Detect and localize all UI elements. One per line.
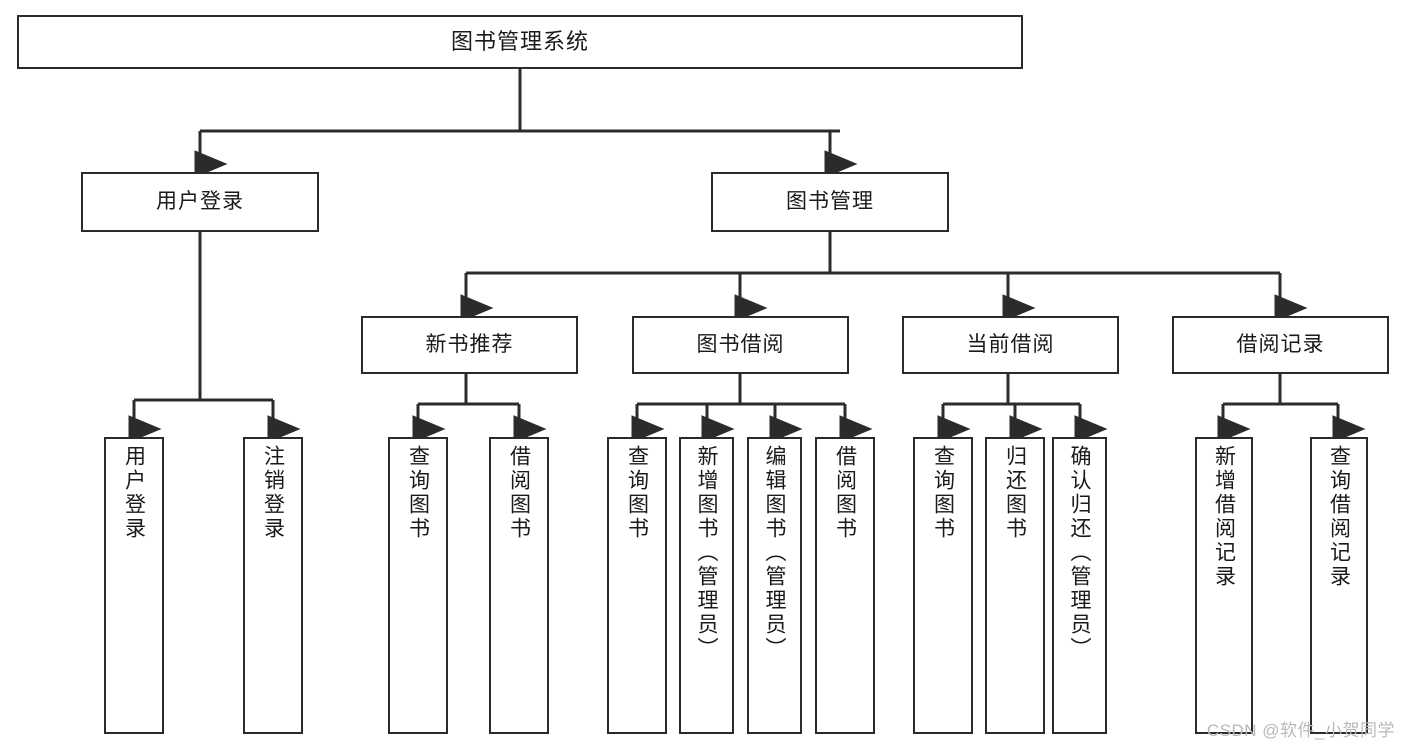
node-borrow-record-label: 借阅记录 bbox=[1236, 332, 1325, 356]
leaf-add-book-admin-label: 新增图书（管理员） bbox=[695, 445, 718, 661]
leaf-query-book-1[interactable]: 查询图书 bbox=[388, 437, 448, 734]
node-book-borrow-label: 图书借阅 bbox=[696, 332, 785, 356]
node-user-login[interactable]: 用户登录 bbox=[81, 172, 319, 232]
leaf-add-borrow-record[interactable]: 新增借阅记录 bbox=[1195, 437, 1253, 734]
node-user-login-label: 用户登录 bbox=[156, 189, 244, 213]
node-new-book-recommend-label: 新书推荐 bbox=[425, 332, 514, 356]
node-new-book-recommend[interactable]: 新书推荐 bbox=[361, 316, 578, 374]
leaf-borrow-book-2[interactable]: 借阅图书 bbox=[815, 437, 875, 734]
leaf-return-book-label: 归还图书 bbox=[1003, 445, 1027, 541]
leaf-query-book-2[interactable]: 查询图书 bbox=[607, 437, 667, 734]
node-borrow-record[interactable]: 借阅记录 bbox=[1172, 316, 1389, 374]
leaf-borrow-book-2-label: 借阅图书 bbox=[833, 445, 857, 541]
leaf-add-book-admin[interactable]: 新增图书（管理员） bbox=[679, 437, 734, 734]
leaf-query-book-2-label: 查询图书 bbox=[625, 445, 649, 541]
leaf-query-borrow-record-label: 查询借阅记录 bbox=[1327, 445, 1351, 589]
node-book-manage[interactable]: 图书管理 bbox=[711, 172, 949, 232]
leaf-borrow-book-1[interactable]: 借阅图书 bbox=[489, 437, 549, 734]
leaf-user-login-label: 用户登录 bbox=[122, 445, 146, 541]
leaf-query-book-1-label: 查询图书 bbox=[406, 445, 430, 541]
leaf-return-book[interactable]: 归还图书 bbox=[985, 437, 1045, 734]
node-root[interactable]: 图书管理系统 bbox=[17, 15, 1023, 69]
node-current-borrow-label: 当前借阅 bbox=[966, 332, 1055, 356]
csdn-watermark: CSDN @软件_小贺同学 bbox=[1206, 721, 1395, 740]
leaf-confirm-return[interactable]: 确认归还（管理员） bbox=[1052, 437, 1107, 734]
leaf-user-login[interactable]: 用户登录 bbox=[104, 437, 164, 734]
leaf-query-borrow-record[interactable]: 查询借阅记录 bbox=[1310, 437, 1368, 734]
leaf-edit-book-admin[interactable]: 编辑图书（管理员） bbox=[747, 437, 802, 734]
leaf-add-borrow-record-label: 新增借阅记录 bbox=[1212, 445, 1236, 589]
leaf-edit-book-admin-label: 编辑图书（管理员） bbox=[763, 445, 786, 661]
leaf-logout-login[interactable]: 注销登录 bbox=[243, 437, 303, 734]
leaf-query-book-3[interactable]: 查询图书 bbox=[913, 437, 973, 734]
node-book-manage-label: 图书管理 bbox=[786, 189, 874, 213]
leaf-borrow-book-1-label: 借阅图书 bbox=[507, 445, 531, 541]
leaf-query-book-3-label: 查询图书 bbox=[931, 445, 955, 541]
leaf-confirm-return-label: 确认归还（管理员） bbox=[1068, 445, 1091, 661]
node-current-borrow[interactable]: 当前借阅 bbox=[902, 316, 1119, 374]
node-root-label: 图书管理系统 bbox=[450, 29, 589, 55]
leaf-logout-login-label: 注销登录 bbox=[261, 445, 285, 541]
node-book-borrow[interactable]: 图书借阅 bbox=[632, 316, 849, 374]
